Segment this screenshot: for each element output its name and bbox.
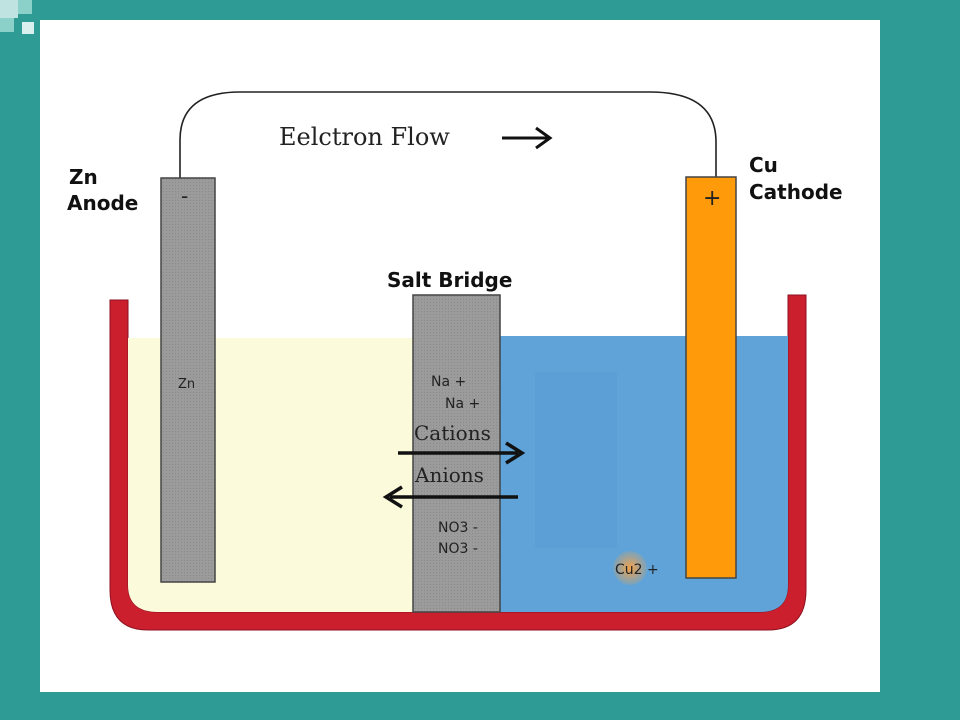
anion-label: NO3 - bbox=[438, 520, 478, 536]
anode-sign: - bbox=[181, 184, 188, 208]
corner-decoration-square bbox=[0, 18, 14, 32]
corner-decoration-square bbox=[0, 0, 18, 18]
cations-label: Cations bbox=[414, 421, 491, 445]
anions-label: Anions bbox=[414, 463, 484, 487]
cathode-element-label: Cu bbox=[749, 153, 778, 177]
anions-arrow bbox=[382, 485, 518, 509]
cations-arrow bbox=[398, 441, 526, 465]
copper-cathode-electrode bbox=[685, 176, 737, 579]
corner-decoration-square bbox=[22, 22, 34, 34]
copper-ion-label: Cu2 + bbox=[615, 562, 659, 578]
anode-element-label: Zn bbox=[69, 165, 98, 189]
electron-flow-label: Eelctron Flow bbox=[279, 123, 450, 151]
copper-ion-glow bbox=[613, 551, 647, 585]
solution-shade bbox=[535, 372, 617, 548]
anode-metal-label: Zn bbox=[178, 377, 195, 392]
electron-flow-arrow bbox=[502, 126, 553, 150]
slide-canvas: Eelctron Flow - Zn Zn Anode + Cu Cathode… bbox=[40, 20, 880, 692]
cation-label: Na + bbox=[445, 396, 480, 412]
cathode-label: Cathode bbox=[749, 180, 843, 204]
anion-label: NO3 - bbox=[438, 541, 478, 557]
anode-label: Anode bbox=[67, 191, 138, 215]
external-wire bbox=[179, 91, 717, 178]
cation-label: Na + bbox=[431, 374, 466, 390]
salt-bridge-title: Salt Bridge bbox=[387, 268, 512, 292]
cathode-sign: + bbox=[703, 186, 721, 211]
zinc-anode-electrode bbox=[160, 177, 216, 583]
corner-decoration-square bbox=[18, 0, 32, 14]
galvanic-cell-diagram: Eelctron Flow - Zn Zn Anode + Cu Cathode… bbox=[67, 91, 843, 631]
